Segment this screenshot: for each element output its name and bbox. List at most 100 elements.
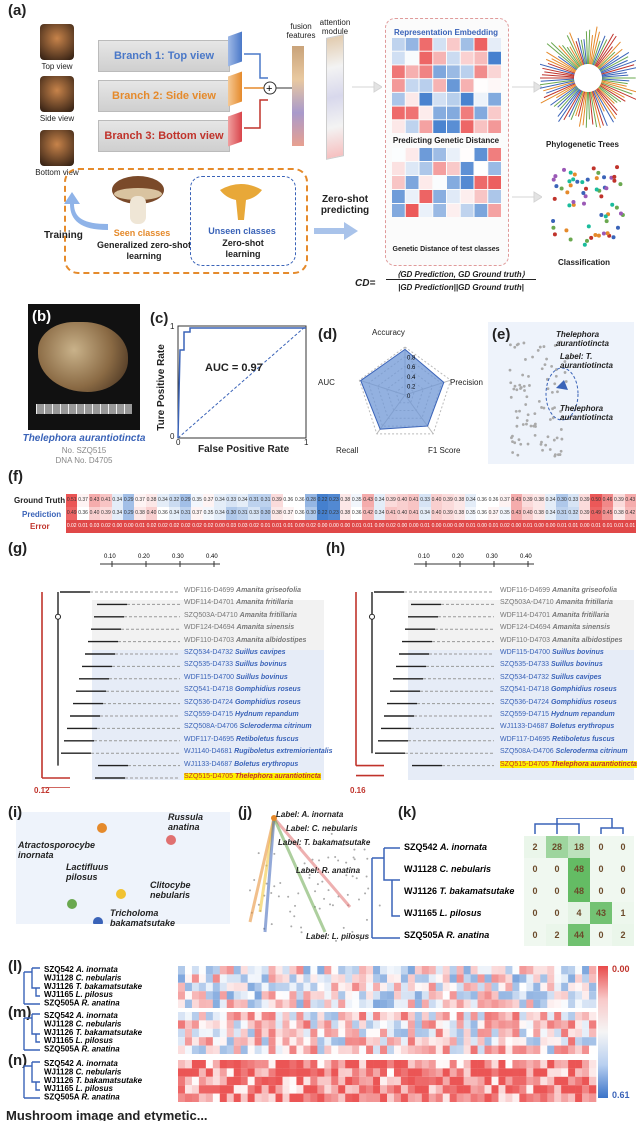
lmn-cell	[198, 1012, 207, 1021]
classif-point	[568, 170, 573, 175]
roc-ytick-0: 0	[170, 432, 175, 441]
lmn-cell	[519, 1028, 527, 1038]
lmn-cell	[331, 1068, 339, 1077]
classif-point	[571, 199, 576, 204]
tree-tick-label: 0.10	[418, 554, 430, 560]
phylo-branch	[598, 86, 618, 103]
lmn-cell	[533, 1068, 541, 1077]
embedding-cell	[419, 51, 433, 65]
heat-f-cell: 0.01	[487, 520, 500, 533]
lmn-cell	[331, 1060, 339, 1069]
heat-f-cell: 0.00	[430, 520, 443, 533]
lmn-cell	[442, 999, 450, 1008]
lmn-cell	[303, 1068, 311, 1077]
heat-f-cell: 0.36	[157, 507, 169, 520]
phylo-branch	[562, 44, 580, 68]
heat-f-cell: 0.43	[510, 507, 522, 520]
lmn-cell	[268, 974, 276, 983]
lmn-cell	[233, 1012, 241, 1021]
lmn-cell	[498, 1085, 506, 1094]
k-cell-value: 0	[554, 864, 559, 874]
lmn-cell	[275, 1045, 283, 1054]
embedding-cell	[419, 106, 433, 120]
heat-f-cell: 0.34	[214, 507, 226, 520]
j-point	[367, 887, 370, 890]
lmn-cell	[547, 1076, 555, 1086]
zero-shot-label: Zero-shot predicting	[320, 194, 370, 216]
panel-b-species: Thelephora aurantiotincta	[22, 433, 146, 444]
lmn-cell	[442, 1028, 450, 1038]
lmn-cell	[275, 974, 283, 983]
lmn-cell	[212, 1085, 221, 1094]
lmn-cell	[282, 974, 290, 983]
embedding-cell	[488, 120, 501, 133]
lmn-cell	[338, 1068, 346, 1077]
embedding-cell	[392, 106, 405, 120]
heat-f-cell: 0.01	[362, 520, 374, 533]
lmn-cell	[561, 1076, 569, 1086]
lmn-cell	[380, 1020, 388, 1029]
heat-f-cell: 0.39	[613, 494, 625, 507]
scatter-e-point	[525, 395, 529, 399]
heat-f-cell: 0.45	[601, 507, 614, 520]
lmn-cell	[303, 966, 311, 975]
lmn-cell	[387, 974, 395, 983]
lmn-cell	[407, 1037, 416, 1046]
embedding-cell	[447, 162, 460, 175]
lmn-cell	[205, 1068, 214, 1077]
lmn-cell	[484, 1020, 492, 1029]
panel-i-bg	[16, 812, 230, 924]
j-point	[319, 843, 322, 846]
lmn-cell	[303, 974, 311, 983]
attention-module-label: attention module	[319, 18, 351, 36]
lmn-cell	[400, 1068, 409, 1077]
lmn-cell	[212, 974, 221, 983]
lmn-cell	[484, 1028, 492, 1038]
lmn-cell	[317, 1045, 325, 1054]
lmn-cell	[575, 974, 583, 983]
scatter-e-point	[560, 437, 564, 441]
embedding-cell	[405, 38, 419, 51]
lmn-cell	[380, 966, 388, 975]
radar-chart: 0.80.60.40.20	[358, 346, 452, 435]
phylo-branch	[558, 89, 581, 122]
lmn-cell	[582, 1093, 590, 1102]
phylo-branch	[566, 35, 583, 66]
lmn-cell	[568, 966, 576, 975]
lmn-cell	[247, 1093, 255, 1102]
lmn-cell	[393, 1020, 402, 1029]
lmn-cell	[268, 966, 276, 975]
lmn-cell	[575, 1076, 583, 1086]
embedding-cell	[419, 79, 433, 92]
j-point	[352, 856, 355, 859]
lmn-cell	[428, 1068, 437, 1077]
embedding-cell	[488, 92, 501, 106]
lmn-cell	[317, 991, 325, 1000]
tree-leaf-label: WJ1133-D4687 Boletus erythropus	[500, 723, 615, 731]
lmn-cell	[226, 991, 235, 1000]
lmn-cell	[212, 1060, 221, 1069]
k-dendrogram-left	[371, 847, 400, 939]
roc-chart	[177, 325, 307, 439]
lmn-cell	[407, 1028, 416, 1038]
lmn-cell	[366, 1012, 374, 1021]
lmn-cell	[519, 982, 527, 992]
classif-point	[564, 228, 569, 233]
lmn-cell	[568, 991, 576, 1000]
lmn-cell	[275, 1037, 283, 1046]
lmn-cell	[505, 982, 513, 992]
lmn-cell	[331, 974, 339, 983]
phylo-branch	[599, 55, 620, 71]
lmn-cell	[338, 1085, 346, 1094]
lmn-cell	[212, 982, 221, 992]
lmn-cell	[526, 1012, 534, 1021]
lmn-cell	[589, 1037, 597, 1046]
phylo-branch	[568, 90, 583, 118]
lmn-cell	[282, 982, 290, 992]
heat-f-cell: 0.34	[373, 507, 386, 520]
j-point	[362, 839, 365, 842]
lmn-cell	[435, 1060, 444, 1069]
lmn-cell	[561, 1012, 569, 1021]
scatter-e-point	[559, 449, 563, 453]
panel-label-d: (d)	[318, 326, 338, 343]
